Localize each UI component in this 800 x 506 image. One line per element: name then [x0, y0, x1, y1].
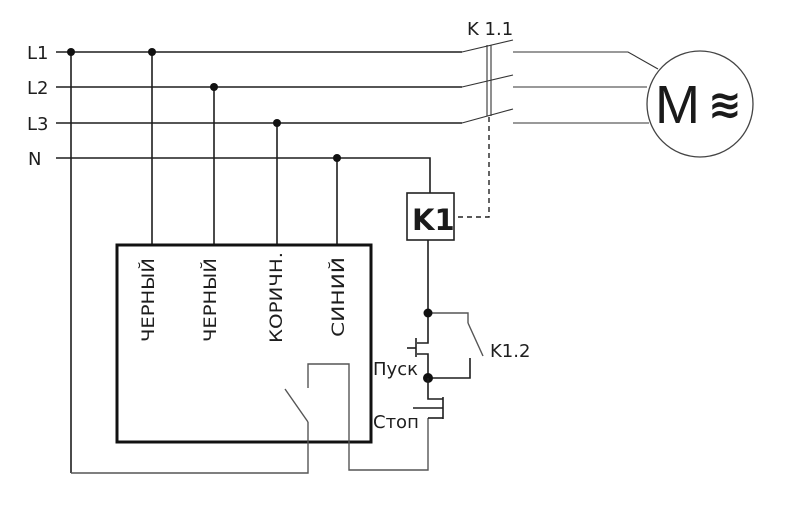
main-contacts-label: K 1.1 — [467, 19, 513, 40]
line-label-l2: L2 — [27, 78, 48, 99]
stop-button-upper — [427, 378, 443, 400]
aux-contact-label: K1.2 — [490, 341, 530, 362]
relay-wire-label: КОРИЧН. — [267, 252, 287, 343]
line-label-n: N — [28, 149, 41, 170]
junction-dot — [273, 119, 281, 127]
motor-lead-l1 — [513, 51, 659, 70]
relay-wire-label: ЧЕРНЫЙ — [199, 258, 221, 342]
line-label-l1: L1 — [27, 43, 48, 64]
junction-dot — [148, 48, 156, 56]
junction-dot — [423, 308, 433, 318]
start-button-upper — [417, 313, 429, 344]
junction-dot — [210, 83, 218, 91]
relay-return-wire — [71, 422, 309, 474]
aux-contact-upper — [428, 312, 469, 323]
stop-button-label: Стоп — [373, 412, 419, 433]
start-button-lower — [417, 353, 429, 379]
junction-dot — [67, 48, 75, 56]
line-label-l3: L3 — [27, 114, 48, 135]
start-button-label: Пуск — [373, 359, 418, 380]
phase-relay-box — [115, 243, 373, 444]
relay-contact-wire — [307, 363, 429, 471]
relay-wire-label: СИНИЙ — [327, 257, 349, 337]
coil-k1 — [406, 192, 455, 241]
aux-contact-blade — [467, 322, 484, 357]
ac-symbol-icon: ≋ — [708, 82, 742, 128]
relay-contact-blade — [284, 388, 309, 423]
bus-n — [56, 157, 431, 193]
coil-label: K1 — [412, 203, 455, 237]
relay-wire-label: ЧЕРНЫЙ — [137, 258, 159, 342]
junction-dot — [333, 154, 341, 162]
motor-label: M — [655, 75, 700, 135]
mechanical-link-dashed — [454, 117, 490, 218]
aux-contact-lower — [428, 358, 471, 379]
motor-circle — [646, 50, 754, 158]
